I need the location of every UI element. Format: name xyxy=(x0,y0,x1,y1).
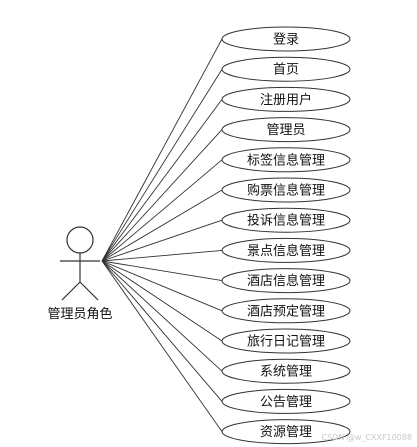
use-case-label: 资源管理 xyxy=(260,425,312,440)
use-case: 首页 xyxy=(221,56,351,82)
use-case: 景点信息管理 xyxy=(221,237,351,263)
use-case: 系统管理 xyxy=(221,358,351,384)
actor-right-leg xyxy=(79,281,99,301)
use-case-list: 登录首页注册用户管理员标签信息管理购票信息管理投诉信息管理景点信息管理酒店信息管… xyxy=(221,26,351,445)
use-case-label: 旅行日记管理 xyxy=(247,335,325,350)
use-case: 登录 xyxy=(221,26,351,52)
use-case-label: 酒店预定管理 xyxy=(247,304,325,319)
use-case: 管理员 xyxy=(221,117,351,143)
use-case: 购票信息管理 xyxy=(221,177,351,203)
association-line xyxy=(101,260,223,372)
watermark: CSDN @w_CXXF10088 xyxy=(322,433,413,442)
use-case-ellipse xyxy=(221,207,351,233)
association-line xyxy=(101,99,223,262)
association-lines xyxy=(101,38,223,432)
use-case-ellipse xyxy=(221,298,351,324)
use-case-label: 注册用户 xyxy=(260,92,312,108)
use-case-ellipse xyxy=(221,328,351,354)
association-line xyxy=(101,159,223,262)
use-case-label: 投诉信息管理 xyxy=(247,213,325,229)
use-case-ellipse xyxy=(221,117,351,143)
use-case-label: 管理员 xyxy=(266,123,305,138)
use-case: 公告管理 xyxy=(221,388,351,414)
use-case: 资源管理 xyxy=(221,419,351,445)
use-case-label: 购票信息管理 xyxy=(247,183,325,199)
actor-stick-figure: 管理员角色 xyxy=(47,226,113,322)
use-case-ellipse xyxy=(221,26,351,52)
use-case: 注册用户 xyxy=(221,86,351,112)
use-case-ellipse xyxy=(221,56,351,82)
association-line xyxy=(101,249,223,262)
use-case-label: 首页 xyxy=(273,63,299,78)
use-case-ellipse xyxy=(221,268,351,294)
use-case-ellipse xyxy=(221,86,351,112)
use-case-ellipse xyxy=(221,177,351,203)
use-case-label: 系统管理 xyxy=(260,365,312,380)
association-line xyxy=(101,129,223,262)
use-case-label: 公告管理 xyxy=(260,395,312,410)
use-case-ellipse xyxy=(221,237,351,263)
association-line xyxy=(101,260,223,282)
actor-head xyxy=(66,226,94,254)
use-case: 标签信息管理 xyxy=(221,147,351,173)
association-line xyxy=(101,68,223,262)
association-line xyxy=(101,38,223,262)
use-case-label: 登录 xyxy=(273,33,299,48)
actor-left-leg xyxy=(61,281,81,301)
use-case-ellipse xyxy=(221,419,351,445)
use-case-ellipse xyxy=(221,147,351,173)
association-line xyxy=(101,189,223,262)
use-case-label: 景点信息管理 xyxy=(247,243,325,259)
association-line xyxy=(101,219,223,262)
use-case-ellipse xyxy=(221,358,351,384)
association-line xyxy=(101,260,223,402)
use-case-label: 标签信息管理 xyxy=(247,152,325,168)
actor-label: 管理员角色 xyxy=(47,306,112,322)
use-case-ellipse xyxy=(221,388,351,414)
association-line xyxy=(101,260,223,432)
use-case-label: 酒店信息管理 xyxy=(247,273,325,289)
use-case: 酒店信息管理 xyxy=(221,268,351,294)
use-case: 旅行日记管理 xyxy=(221,328,351,354)
association-line xyxy=(101,260,223,342)
use-case: 投诉信息管理 xyxy=(221,207,351,233)
association-line xyxy=(101,260,223,312)
use-case: 酒店预定管理 xyxy=(221,298,351,324)
